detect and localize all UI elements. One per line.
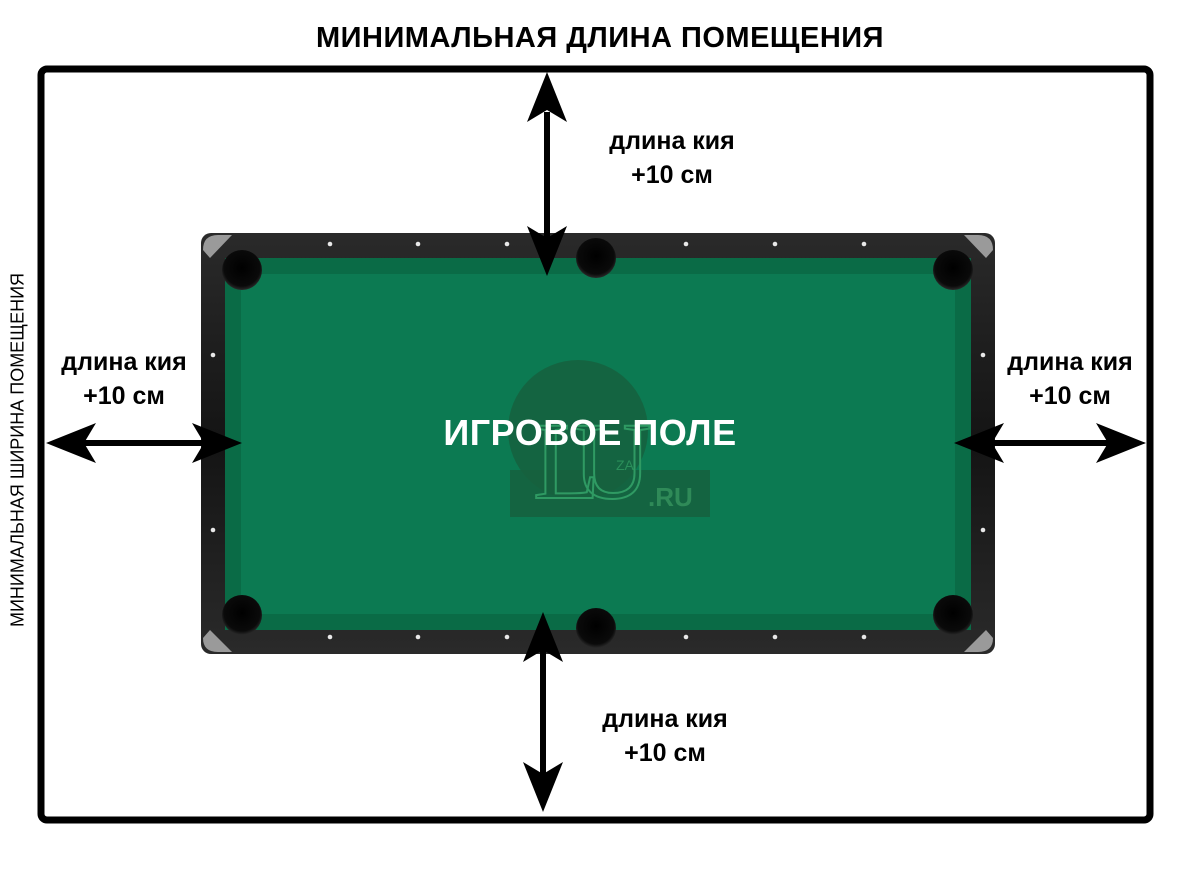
watermark-circle <box>508 360 648 500</box>
pocket <box>576 608 616 648</box>
clearance-value: +10 см <box>631 161 713 189</box>
arrow-bottom <box>523 612 563 812</box>
pocket <box>222 595 262 635</box>
sight <box>861 241 867 247</box>
arrow-top <box>527 72 567 276</box>
sight <box>327 241 333 247</box>
playing-field-label: ИГРОВОЕ ПОЛЕ <box>443 412 737 453</box>
sight <box>504 241 510 247</box>
arrow-right <box>954 423 1146 463</box>
sight <box>683 634 689 640</box>
room-length-title: МИНИМАЛЬНАЯ ДЛИНА ПОМЕЩЕНИЯ <box>316 22 884 54</box>
sight <box>210 527 216 533</box>
watermark-domain: .RU <box>648 482 693 512</box>
sight <box>861 634 867 640</box>
sight <box>415 634 421 640</box>
room-outline <box>37 65 1154 824</box>
corner-cap <box>203 630 232 652</box>
sight <box>327 634 333 640</box>
clearance-text: длина кия <box>602 705 728 733</box>
corner-cap <box>964 235 993 258</box>
pocket <box>576 238 616 278</box>
corner-cap <box>964 630 993 652</box>
clearance-label-left: длина кия +10 см <box>44 345 204 413</box>
sight <box>415 241 421 247</box>
clearance-label-top: длина кия +10 см <box>572 124 772 192</box>
clearance-text: длина кия <box>1007 348 1133 376</box>
sight <box>210 352 216 358</box>
sight <box>980 352 986 358</box>
pocket <box>222 250 262 290</box>
clearance-text: длина кия <box>609 127 735 155</box>
clearance-label-right: длина кия +10 см <box>990 345 1150 413</box>
clearance-value: +10 см <box>1029 382 1111 410</box>
watermark-bar <box>510 470 710 517</box>
sight <box>772 634 778 640</box>
pocket <box>933 250 973 290</box>
clearance-label-bottom: длина кия +10 см <box>565 702 765 770</box>
room-width-title: МИНИМАЛЬНАЯ ШИРИНА ПОМЕЩЕНИЯ <box>7 272 28 628</box>
sight <box>772 241 778 247</box>
corner-cap <box>203 235 232 258</box>
clearance-text: длина кия <box>61 348 187 376</box>
sight <box>504 634 510 640</box>
watermark-small-text: ZA <box>616 457 634 473</box>
clearance-value: +10 см <box>83 382 165 410</box>
sight <box>683 241 689 247</box>
pocket <box>933 595 973 635</box>
sight <box>980 527 986 533</box>
clearance-value: +10 см <box>624 739 706 767</box>
arrow-left <box>46 423 242 463</box>
pockets <box>222 238 973 648</box>
